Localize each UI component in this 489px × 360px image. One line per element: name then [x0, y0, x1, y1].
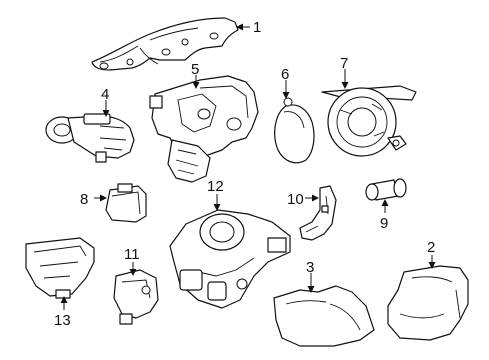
callout-3: 3	[306, 259, 314, 276]
callout-labels: 1 2 3 4 5 6 7 8 9 10 11 12 13	[54, 19, 435, 329]
callout-4: 4	[101, 86, 109, 103]
part-5-column-housing	[149, 75, 259, 183]
part-1-upper-column-cover	[91, 17, 239, 71]
part-8-switch-connector	[105, 183, 147, 223]
callout-13: 13	[54, 312, 71, 329]
part-13-connector	[25, 237, 95, 299]
callout-5: 5	[191, 61, 199, 78]
part-12-switch-assembly	[169, 209, 291, 309]
part-3-lower-column-cover	[273, 285, 375, 347]
part-7-clockspring	[321, 85, 417, 157]
part-9-plug	[365, 178, 407, 201]
callout-10: 10	[287, 191, 304, 208]
part-10-bracket	[299, 185, 337, 241]
part-6-sensor	[274, 97, 315, 164]
part-2-lower-column-cover-right	[387, 265, 469, 341]
callout-1: 1	[253, 19, 261, 36]
callout-9: 9	[380, 215, 388, 232]
callout-11: 11	[124, 246, 140, 263]
part-11-actuator	[113, 269, 159, 325]
callout-2: 2	[427, 239, 435, 256]
callout-12: 12	[207, 178, 224, 195]
callout-6: 6	[281, 66, 289, 83]
leader-lines	[60, 23, 436, 310]
part-4-ignition-lock-cylinder	[45, 113, 135, 163]
callout-8: 8	[80, 191, 88, 208]
callout-7: 7	[340, 55, 348, 72]
